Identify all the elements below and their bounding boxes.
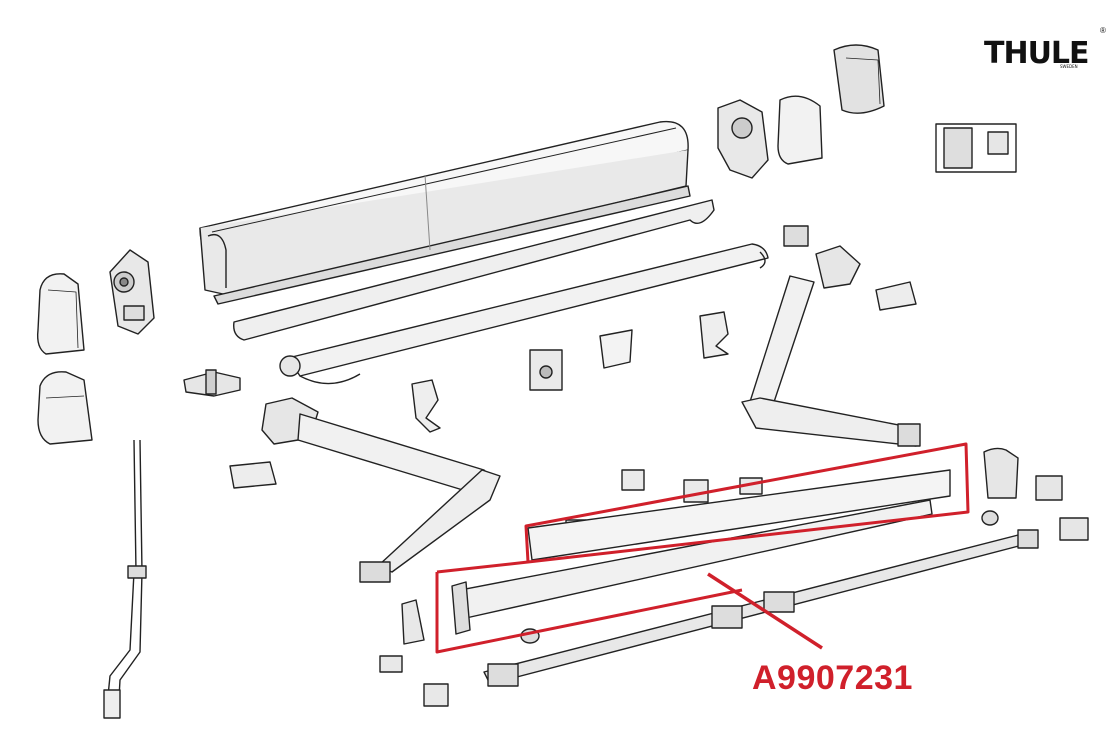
- part-number-label: A9907231: [752, 659, 913, 697]
- registered-mark: ®: [1100, 26, 1106, 35]
- highlight-box-lower: [435, 572, 743, 654]
- center-brackets: [411, 311, 729, 433]
- left-support-arm: [261, 397, 501, 583]
- right-coupling: [783, 225, 809, 247]
- thule-logo: THULE: [984, 36, 1090, 71]
- right-bracket-small: [875, 281, 917, 311]
- leader-line: [707, 572, 823, 650]
- left-bracket-small: [229, 461, 277, 489]
- left-end-cap-upper: [36, 273, 85, 355]
- front-profile: [233, 199, 715, 341]
- roller-tube: [279, 243, 769, 385]
- cassette-housing: [199, 120, 691, 305]
- front-bar-panel-upper: [527, 469, 951, 561]
- left-gear-bracket: [109, 249, 155, 335]
- crank-handle: [103, 439, 147, 719]
- left-end-cap-lower: [37, 371, 93, 445]
- left-lower-fittings: [379, 599, 540, 707]
- thumbnail-inset: [935, 123, 1017, 173]
- highlight-box-upper: [524, 442, 970, 564]
- crank-coupling: [183, 369, 241, 397]
- right-support-arm: [741, 245, 921, 447]
- highlight-connector: [436, 560, 529, 574]
- right-end-cap-outer: [833, 44, 885, 114]
- callout-highlight: [435, 442, 970, 654]
- thule-logo-subtext: SWEDEN: [1060, 64, 1078, 69]
- right-end-cap-inner: [777, 95, 823, 165]
- right-gear-housing: [717, 99, 769, 179]
- right-end-fittings: [981, 447, 1089, 541]
